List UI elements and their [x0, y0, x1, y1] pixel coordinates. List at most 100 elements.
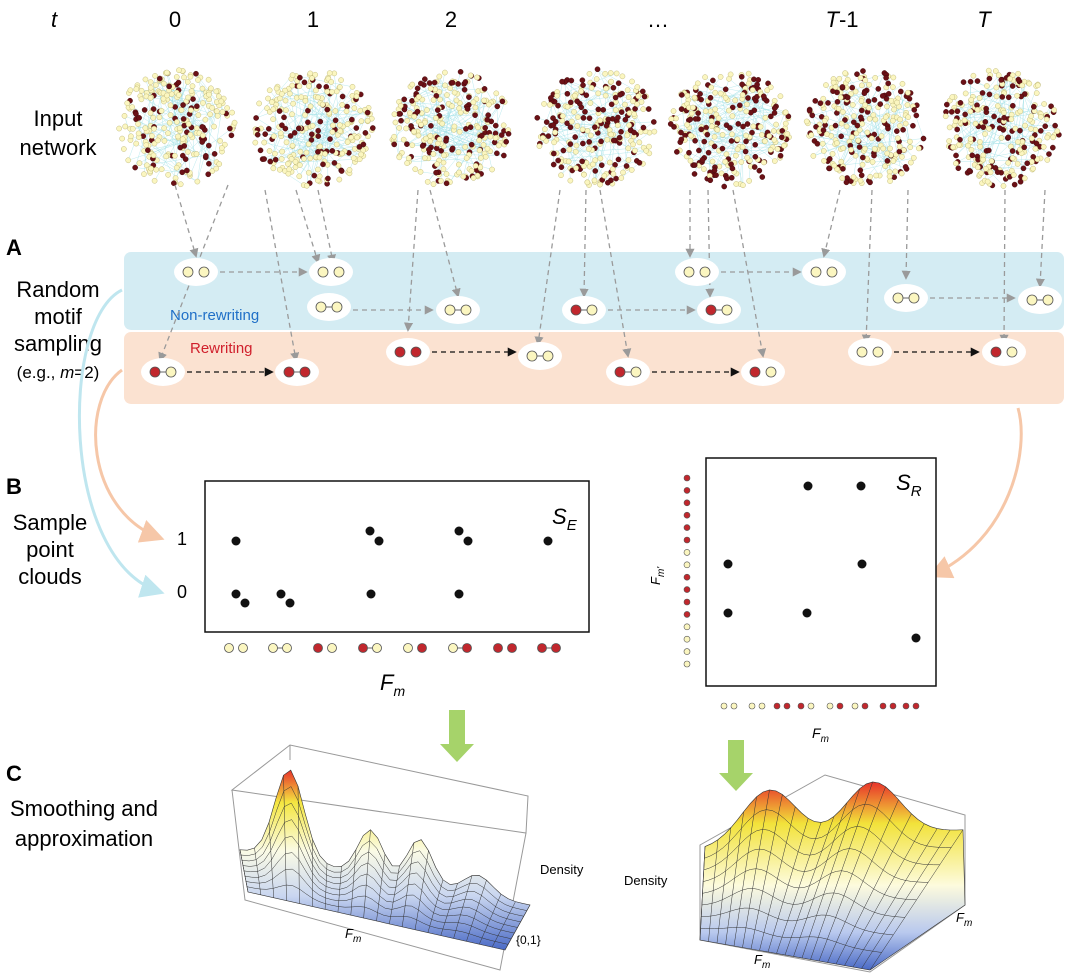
- dashed-arrow: [999, 189, 1009, 344]
- se-x-label: Fm: [380, 670, 405, 699]
- time-tick-3: …: [647, 7, 669, 32]
- sr-x-motif: [826, 702, 844, 710]
- time-tick-2: 2: [445, 7, 457, 32]
- section-b-line3: clouds: [18, 564, 82, 589]
- sr-y-motif: [683, 586, 691, 593]
- sr-point: [857, 559, 867, 569]
- time-axis-symbol: t: [51, 7, 58, 32]
- sr-x-motif: [851, 702, 869, 710]
- se-point: [240, 598, 250, 608]
- section-c-line2: approximation: [15, 826, 153, 851]
- sr-plot-frame: [705, 457, 937, 687]
- motif-pill: [741, 358, 785, 386]
- network-blob: [942, 67, 1062, 189]
- connector-peach-right: [927, 407, 1023, 579]
- se-x-motif: [403, 643, 427, 653]
- motif-pill: [562, 296, 606, 324]
- se-plot-frame: [204, 480, 590, 633]
- sr-y-motif: [683, 511, 691, 519]
- time-axis-ticks: 0 1 2 … T-1 T: [169, 7, 992, 32]
- sr-y-motifs: [683, 474, 691, 668]
- sr-y-motif: [683, 623, 691, 631]
- left-density-label: Density: [540, 862, 584, 877]
- sr-y-label: Fm': [648, 566, 667, 585]
- se-x-motifs: [224, 643, 561, 653]
- se-x-motif: [537, 643, 561, 653]
- motif-pill: [275, 358, 319, 386]
- section-a-line1: Random: [16, 277, 99, 302]
- sr-x-motif: [797, 702, 815, 710]
- left-y-axis-label: {0,1}: [516, 933, 541, 947]
- motif-pill: [1018, 286, 1062, 314]
- input-networks: [116, 66, 1062, 190]
- motif-pill: [174, 258, 218, 286]
- sr-point: [803, 481, 813, 491]
- section-a-letter: A: [6, 235, 22, 260]
- sr-y-motif: [683, 536, 691, 544]
- section-b-line2: point: [26, 537, 74, 562]
- connector-peach-left: [94, 368, 165, 543]
- sr-point: [856, 481, 866, 491]
- se-x-motif: [448, 643, 472, 653]
- dashed-arrow: [821, 189, 841, 258]
- motif-pill: [307, 293, 351, 321]
- dashed-arrow: [295, 189, 321, 264]
- sr-y-motif: [683, 660, 691, 668]
- motif-pill: [982, 338, 1026, 366]
- input-network-label-2: network: [19, 135, 97, 160]
- motif-pill: [606, 358, 650, 386]
- dashed-arrow: [534, 189, 561, 346]
- se-label: SE: [552, 504, 578, 534]
- dashed-arrow: [174, 184, 199, 258]
- right-density-surface: [699, 774, 966, 973]
- network-blob: [667, 70, 792, 190]
- se-point: [231, 536, 241, 546]
- network-blob: [534, 66, 658, 188]
- sr-x-motif: [902, 702, 920, 710]
- time-tick-5: T: [977, 7, 992, 32]
- sr-y-motif: [683, 598, 691, 606]
- sr-y-motif: [683, 549, 691, 556]
- right-x1-label: Fm: [754, 952, 770, 971]
- sr-points: [723, 481, 921, 643]
- dashed-arrow: [1035, 189, 1046, 288]
- time-tick-4: T-1: [825, 7, 858, 32]
- sr-y-motif: [683, 561, 691, 569]
- se-x-motif: [313, 643, 337, 653]
- sr-y-motif: [683, 611, 691, 618]
- network-blob: [116, 67, 238, 188]
- dashed-arrow: [317, 189, 336, 264]
- right-density-label: Density: [624, 873, 668, 888]
- down-arrow-right: [719, 740, 753, 791]
- se-y-tick-1: 1: [177, 529, 187, 549]
- se-point: [366, 589, 376, 599]
- sr-y-motif: [683, 524, 691, 531]
- rewriting-label: Rewriting: [190, 340, 253, 357]
- se-x-motif: [493, 643, 517, 653]
- sr-y-motif: [683, 648, 691, 655]
- sr-point: [802, 608, 812, 618]
- se-x-motif: [358, 643, 382, 653]
- dashed-arrow: [901, 189, 911, 280]
- se-point: [543, 536, 553, 546]
- se-point: [285, 598, 295, 608]
- left-x-label: Fm: [345, 926, 361, 945]
- section-a-line2: motif: [34, 304, 83, 329]
- network-blob: [252, 70, 376, 189]
- sr-point: [911, 633, 921, 643]
- motif-pill: [802, 258, 846, 286]
- motif-pill: [848, 338, 892, 366]
- time-tick-1: 1: [307, 7, 319, 32]
- sr-label: SR: [896, 470, 922, 500]
- dashed-arrow: [264, 189, 300, 362]
- time-tick-0: 0: [169, 7, 181, 32]
- motif-pill: [386, 338, 430, 366]
- non-rewriting-label: Non-rewriting: [170, 307, 259, 324]
- se-point: [231, 589, 241, 599]
- se-point: [374, 536, 384, 546]
- sr-y-motif: [683, 499, 691, 507]
- motif-layer: [141, 184, 1062, 386]
- se-point: [463, 536, 473, 546]
- right-x2-label: Fm: [956, 910, 972, 929]
- se-x-motif: [268, 643, 292, 653]
